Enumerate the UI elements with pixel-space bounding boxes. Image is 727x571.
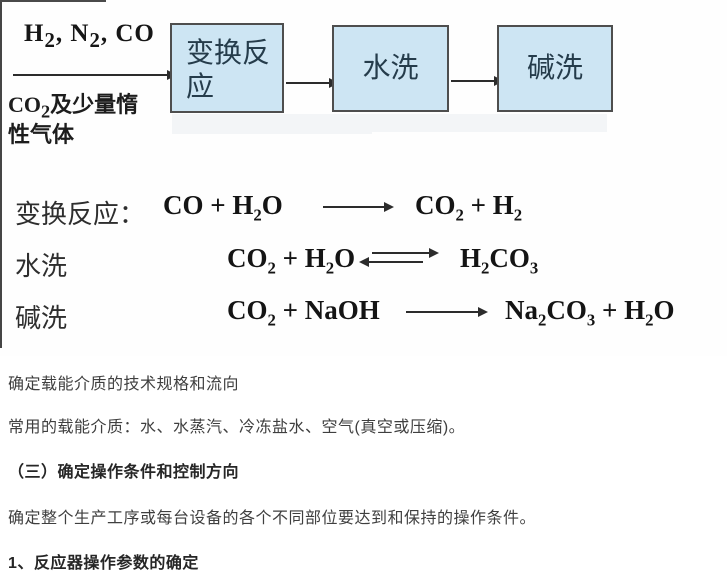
flow-arrow-2 [451,76,504,86]
reaction-arrow-icon [323,202,394,212]
flow-box-water-wash: 水洗 [332,25,449,112]
paragraph-media-specs: 确定载能介质的技术规格和流向 [8,376,240,393]
heading-operating-conditions: （三）确定操作条件和控制方向 [8,464,240,481]
equation-2-rhs: H2CO3 [460,243,539,278]
equation-3-lhs: CO2 + NaOH [227,295,380,330]
flow-box-shift-reaction: 变换反 应 [170,23,284,113]
figure-artifact [172,114,372,134]
heading-reactor-parameters: 1、反应器操作参数的确定 [8,555,199,571]
paragraph-common-media: 常用的载能介质：水、水蒸汽、冷冻盐水、空气(真空或压缩)。 [8,419,466,436]
feed-arrow [13,70,177,80]
equation-1-rhs: CO2 + H2 [415,190,523,225]
equation-3-rhs: Na2CO3 + H2O [505,295,675,330]
figure-top-edge-artifact [0,0,106,2]
equilibrium-arrows-icon [359,248,439,267]
figure-left-edge-artifact [0,0,2,348]
flow-box-caustic-wash: 碱洗 [497,25,613,112]
feed-impurities-label: CO2及少量惰 性气体 [8,92,139,148]
feed-gases-label: H2, N2, CO [24,20,155,52]
equation-1-lhs: CO + H2O [163,190,283,225]
flow-arrow-1 [286,78,339,88]
equation-1-label: 变换反应： [15,200,146,229]
equation-3-label: 碱洗 [15,304,68,333]
equilibrium-forward-arrow [372,248,439,258]
equilibrium-reverse-arrow [359,257,423,267]
process-flow-figure: H2, N2, CO CO2及少量惰 性气体 变换反 应 水洗 碱洗 变换反应：… [0,0,675,348]
equation-2-lhs: CO2 + H2O [227,243,356,278]
figure-artifact [352,114,607,132]
paragraph-operating-conditions-detail: 确定整个生产工序或每台设备的各个不同部位要达到和保持的操作条件。 [8,510,537,527]
equation-2-label: 水洗 [15,252,68,281]
reaction-arrow-icon [406,307,488,317]
